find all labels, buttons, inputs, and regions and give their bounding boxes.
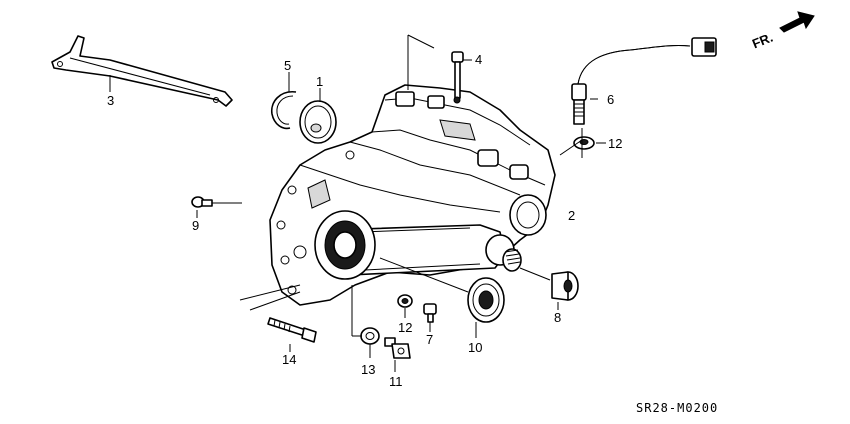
direction-arrow-icon [779, 11, 815, 33]
part-9-bolt [191, 196, 213, 208]
part-10-oil-seal [467, 277, 505, 323]
callout-12-lower: 12 [398, 320, 412, 335]
callout-7: 7 [426, 332, 433, 347]
callout-13: 13 [361, 362, 375, 377]
part-8-plug [551, 271, 579, 301]
part-1-cap [299, 100, 337, 144]
callout-8: 8 [554, 310, 561, 325]
part-4-stud [451, 51, 464, 104]
callout-12-upper: 12 [608, 136, 622, 151]
part-3-bracket [51, 35, 233, 107]
callout-5: 5 [284, 58, 291, 73]
callout-9: 9 [192, 218, 199, 233]
callout-2: 2 [568, 208, 575, 223]
part-5-snap-ring [271, 91, 297, 130]
part-7-bolt [423, 303, 437, 323]
diagram-code: SR28-M0200 [636, 401, 718, 415]
part-2-transmission-housing [269, 84, 556, 306]
callout-6: 6 [607, 92, 614, 107]
part-13-washer [360, 327, 380, 345]
part-12-washer-lower [397, 294, 413, 308]
callout-14: 14 [282, 352, 296, 367]
callout-10: 10 [468, 340, 482, 355]
callout-1: 1 [316, 74, 323, 89]
direction-label: FR. [750, 30, 775, 52]
part-11-bolt [384, 337, 411, 359]
part-14-bolt [267, 317, 317, 343]
callout-4: 4 [475, 52, 482, 67]
part-6-sensor [571, 37, 717, 125]
callout-3: 3 [107, 93, 114, 108]
callout-11: 11 [389, 374, 403, 389]
